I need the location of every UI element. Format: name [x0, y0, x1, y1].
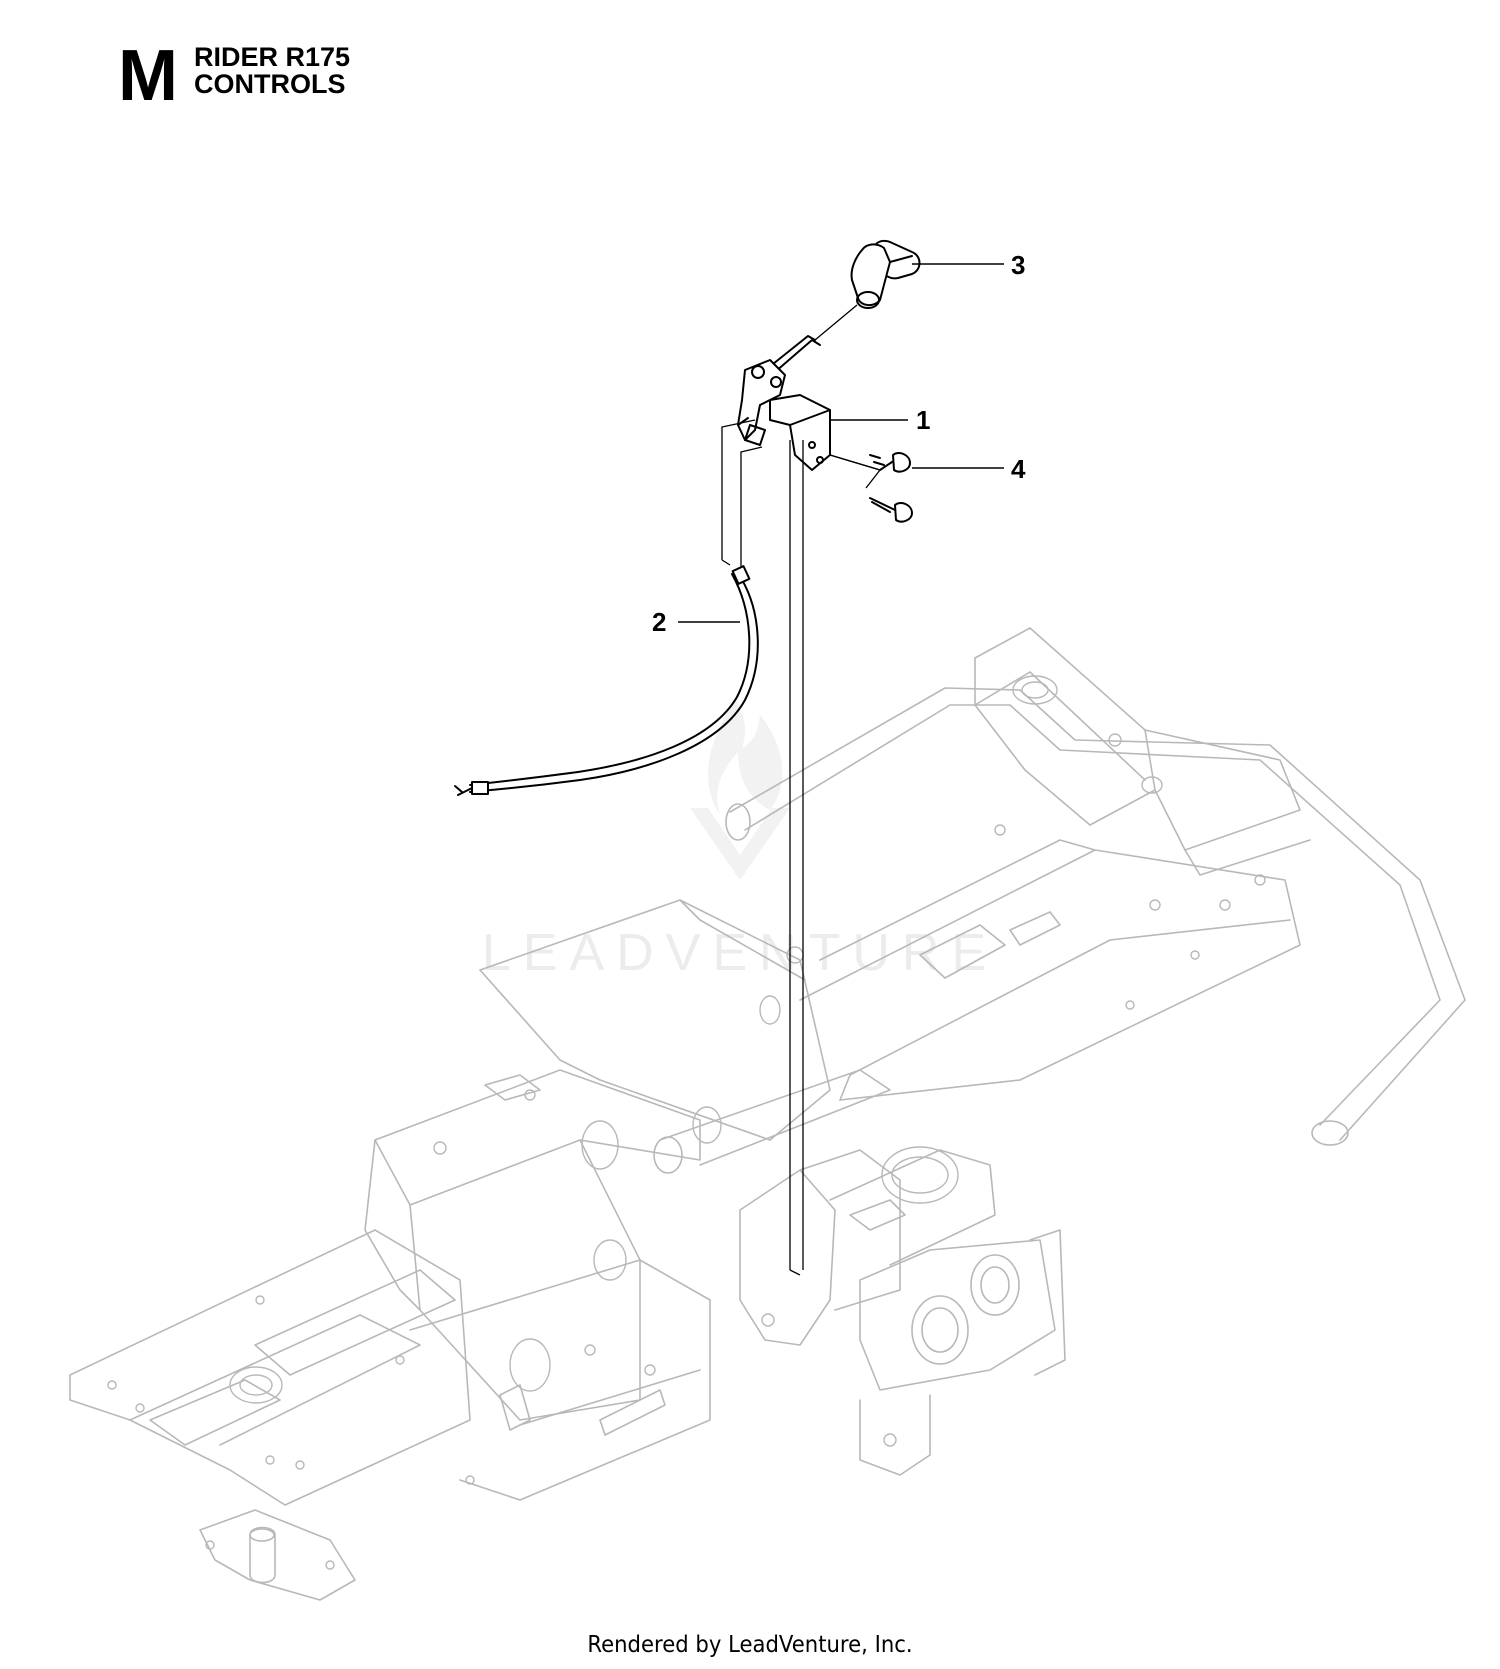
watermark-logo — [690, 700, 790, 880]
rider-frame — [69, 627, 1466, 1601]
callout-1[interactable]: 1 — [916, 405, 931, 435]
diagram-title-model: RIDER R175 — [194, 42, 351, 72]
watermark-text: LEADVENTURE — [482, 924, 998, 982]
lever-bracket-part-1 — [737, 335, 831, 471]
footer-credit: Rendered by LeadVenture, Inc. — [587, 1632, 913, 1658]
bolt-part-4-lower — [829, 454, 913, 523]
section-letter: M — [118, 36, 178, 116]
diagram-title-section: CONTROLS — [194, 69, 346, 99]
knob-part-3 — [850, 239, 921, 309]
callout-3[interactable]: 3 — [1011, 250, 1026, 280]
cable-part-2 — [454, 565, 759, 796]
cable-routing-lines — [721, 419, 804, 1276]
callout-4[interactable]: 4 — [1011, 454, 1026, 484]
bolt-part-4-upper — [829, 452, 911, 473]
knob-shaft-line — [814, 304, 858, 341]
callout-2[interactable]: 2 — [652, 607, 667, 637]
